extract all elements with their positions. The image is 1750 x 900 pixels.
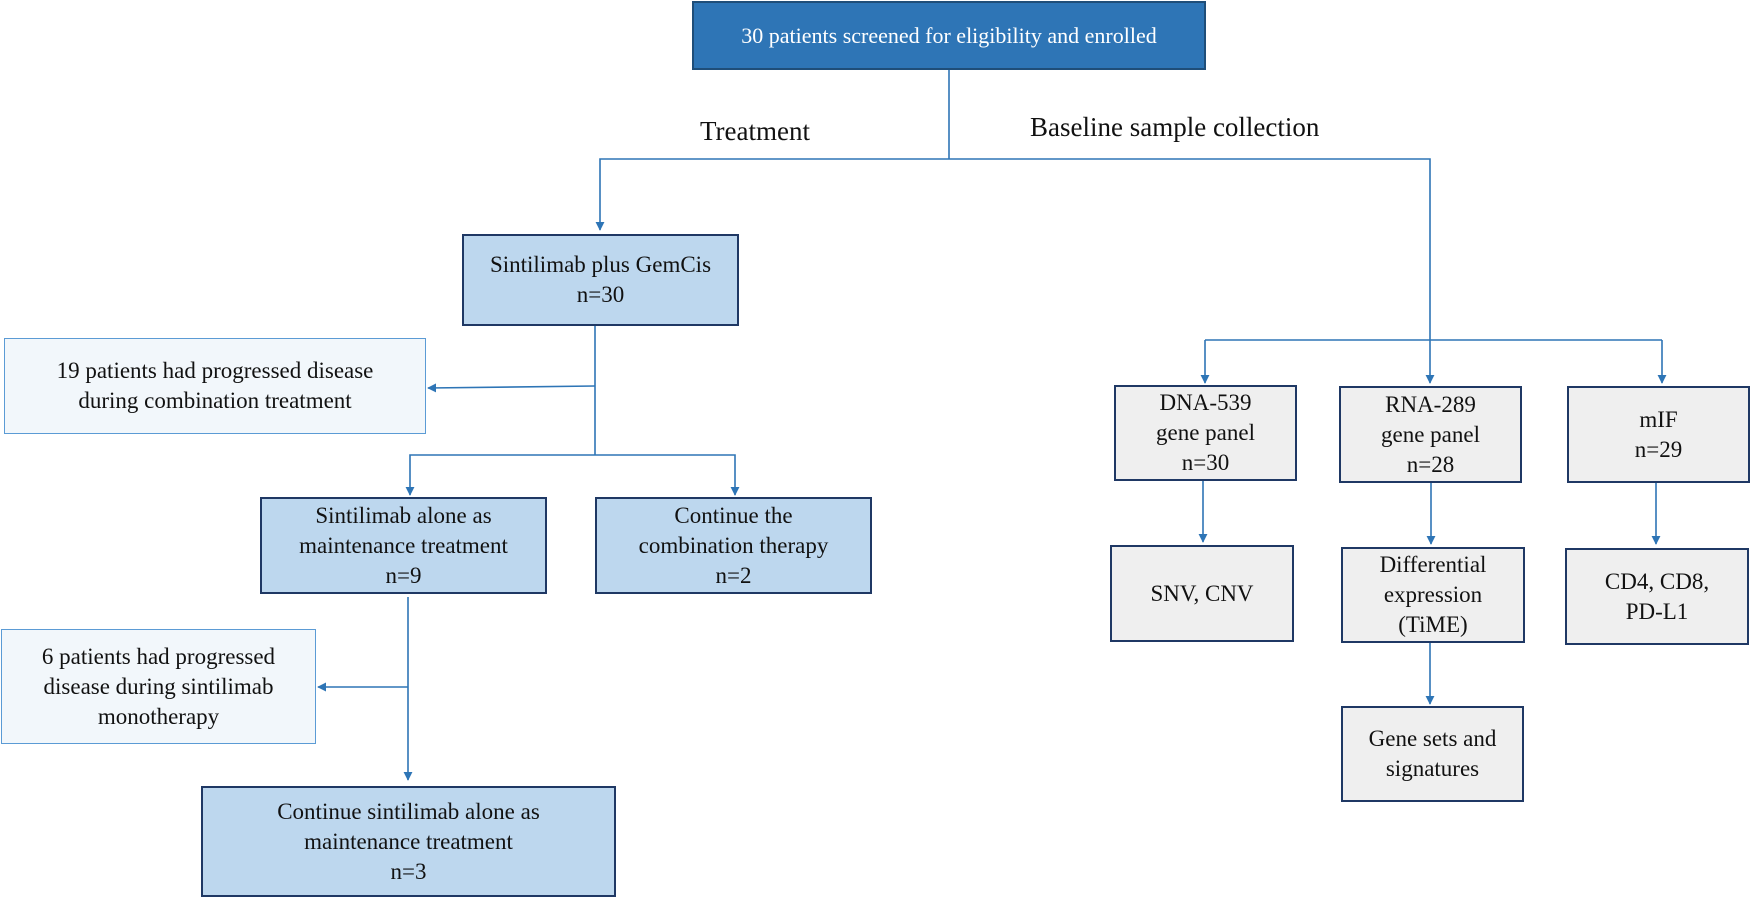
continue-combo-line1: Continue the: [674, 502, 793, 528]
progressed-mono-line1: 6 patients had progressed: [41, 643, 276, 669]
rna-panel-box: RNA-289 gene panel n=28: [1339, 386, 1522, 483]
mif-line1: mIF: [1639, 406, 1678, 432]
diff-line2: expression: [1383, 582, 1483, 607]
progressed-combo-line2: during combination treatment: [78, 388, 352, 413]
snv-cnv-box: SNV, CNV: [1110, 545, 1294, 642]
progressed-mono-line2: disease during sintilimab: [43, 673, 274, 699]
cd-line1: CD4, CD8,: [1604, 568, 1710, 594]
connector-to-continue-combo: [595, 454, 740, 496]
progressed-mono-box: 6 patients had progressed disease during…: [1, 629, 316, 744]
enrollment-text: 30 patients screened for eligibility and…: [741, 22, 1157, 48]
combo-line2: n=30: [576, 282, 625, 307]
dna-line2: gene panel: [1156, 420, 1255, 445]
gene-sets-line1: Gene sets and: [1368, 726, 1497, 751]
treatment-label: Treatment: [700, 116, 810, 146]
maint-line3: n=9: [385, 562, 422, 588]
connector-to-combo: [595, 158, 949, 231]
rna-line1: RNA-289: [1385, 391, 1476, 417]
connector-to-progressed-combo: [427, 383, 596, 393]
connector-to-maint: [405, 454, 595, 496]
maint-line2: maintenance treatment: [299, 532, 508, 558]
progressed-combo-box: 19 patients had progressed disease durin…: [4, 338, 426, 434]
continue-maint-box: Continue sintilimab alone as maintenance…: [201, 786, 616, 897]
gene-sets-box: Gene sets and signatures: [1341, 706, 1524, 802]
rna-line2: gene panel: [1381, 421, 1480, 447]
enrollment-box: 30 patients screened for eligibility and…: [692, 1, 1206, 70]
continue-combo-line3: n=2: [715, 562, 752, 588]
cd-markers-box: CD4, CD8, PD-L1: [1565, 548, 1749, 645]
cd-line2: PD-L1: [1625, 598, 1689, 624]
rna-line3: n=28: [1406, 451, 1455, 477]
combo-line1: Sintilimab plus GemCis: [489, 252, 712, 277]
dna-line3: n=30: [1181, 450, 1230, 475]
dna-panel-box: DNA-539 gene panel n=30: [1114, 385, 1297, 481]
diff-expression-box: Differential expression (TiME): [1341, 547, 1525, 643]
maint-line1: Sintilimab alone as: [315, 502, 492, 528]
continue-maint-line1: Continue sintilimab alone as: [277, 798, 540, 824]
continue-maint-line3: n=3: [390, 858, 427, 884]
diff-line3: (TiME): [1398, 612, 1468, 637]
progressed-mono-line3: monotherapy: [97, 703, 220, 729]
continue-maint-line2: maintenance treatment: [304, 828, 513, 854]
connector-to-baseline: [949, 158, 1431, 340]
gene-sets-line2: signatures: [1385, 756, 1480, 781]
diff-line1: Differential: [1379, 552, 1487, 577]
snv-line1: SNV, CNV: [1150, 580, 1254, 606]
combo-box: Sintilimab plus GemCis n=30: [462, 234, 739, 326]
continue-combo-line2: combination therapy: [638, 532, 829, 558]
mif-line2: n=29: [1634, 436, 1683, 462]
dna-line1: DNA-539: [1159, 390, 1252, 415]
baseline-label: Baseline sample collection: [1030, 112, 1320, 142]
mif-box: mIF n=29: [1567, 386, 1750, 483]
progressed-combo-line1: 19 patients had progressed disease: [56, 358, 374, 383]
continue-combo-box: Continue the combination therapy n=2: [595, 497, 872, 594]
maint-box: Sintilimab alone as maintenance treatmen…: [260, 497, 547, 594]
